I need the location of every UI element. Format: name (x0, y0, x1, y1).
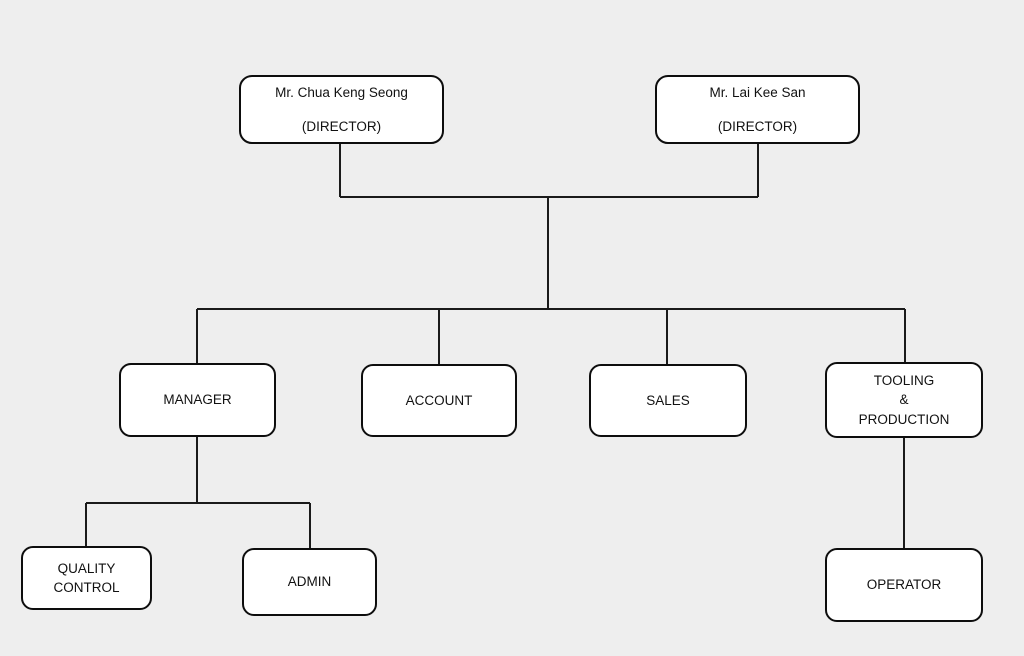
sales-label: SALES (646, 392, 690, 408)
node-sales[interactable]: SALES (589, 364, 747, 437)
tooling-line-3: PRODUCTION (858, 411, 950, 427)
node-quality-control[interactable]: QUALITY CONTROL (21, 546, 152, 610)
quality-control-line-1: QUALITY (57, 560, 116, 576)
node-director-1[interactable]: Mr. Chua Keng Seong (DIRECTOR) (239, 75, 444, 144)
director-2-role: (DIRECTOR) (717, 119, 798, 134)
node-operator[interactable]: OPERATOR (825, 548, 983, 622)
node-account[interactable]: ACCOUNT (361, 364, 517, 437)
admin-label: ADMIN (287, 574, 332, 590)
node-manager[interactable]: MANAGER (119, 363, 276, 437)
tooling-line-1: TOOLING (873, 373, 935, 389)
node-director-2[interactable]: Mr. Lai Kee San (DIRECTOR) (655, 75, 860, 144)
account-label: ACCOUNT (405, 392, 473, 408)
director-1-role: (DIRECTOR) (301, 119, 382, 134)
node-tooling-production[interactable]: TOOLING & PRODUCTION (825, 362, 983, 438)
director-1-name: Mr. Chua Keng Seong (275, 84, 408, 100)
manager-label: MANAGER (163, 392, 232, 408)
operator-label: OPERATOR (866, 577, 942, 593)
director-2-name: Mr. Lai Kee San (709, 84, 806, 100)
quality-control-line-2: CONTROL (53, 580, 120, 595)
node-admin[interactable]: ADMIN (242, 548, 377, 616)
tooling-line-2: & (899, 392, 909, 408)
